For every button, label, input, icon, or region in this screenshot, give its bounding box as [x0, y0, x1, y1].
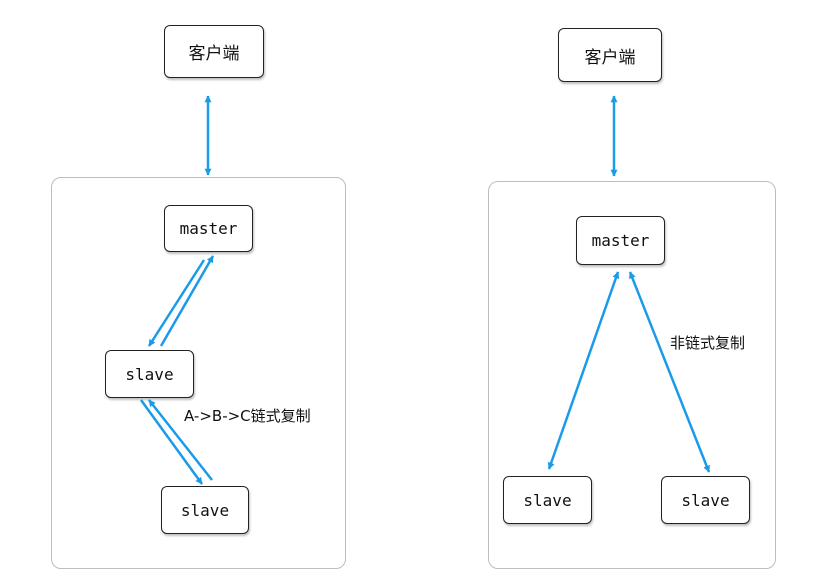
right-master-slave-right-arrow: [628, 271, 711, 473]
left-master-to-slave-arrow: [147, 259, 206, 347]
right-slave-node-left: slave: [503, 476, 592, 524]
left-slave-node-c: slave: [161, 486, 249, 534]
left-master-node: master: [164, 205, 253, 252]
right-master-slave-left-arrow: [547, 271, 620, 470]
left-slave-to-master-arrow: [159, 255, 215, 347]
left-slavec-to-slaveb-arrow: [148, 399, 213, 481]
left-slave-node-b: slave: [105, 350, 194, 398]
chain-replication-label: A->B->C链式复制: [184, 407, 311, 425]
right-master-node: master: [576, 216, 665, 265]
right-slave-node-right: slave: [661, 476, 750, 524]
right-client-node: 客户端: [558, 28, 662, 82]
left-client-node: 客户端: [164, 25, 264, 78]
left-slaveb-to-slavec-arrow: [139, 399, 204, 485]
